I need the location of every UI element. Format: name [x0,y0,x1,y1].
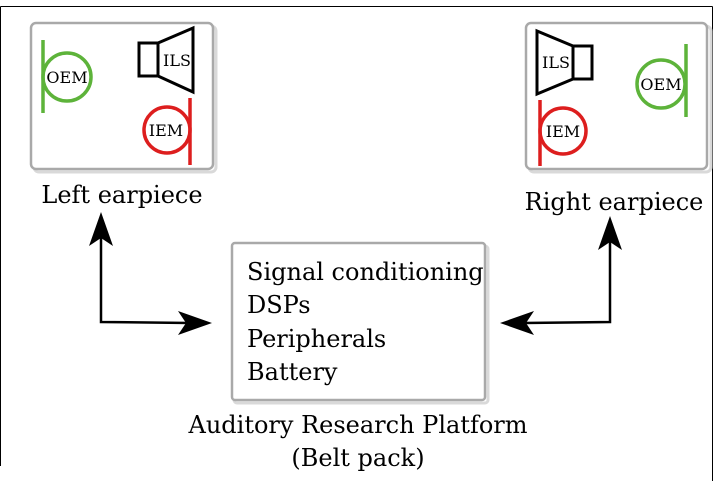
left-earpiece: OEM ILS IEM [29,21,218,174]
left-ils-label: ILS [163,51,191,70]
right-iem-mic-icon: IEM [538,100,588,166]
left-connector-arrow [89,212,212,335]
platform-item-dsps: DSPs [247,291,311,319]
right-earpiece: ILS OEM IEM [524,21,713,174]
right-ils-label: ILS [542,53,570,72]
right-arrow-head-left [500,311,534,335]
left-oem-label: OEM [46,68,87,87]
left-oem-mic-icon: OEM [41,40,93,113]
platform-caption-line1: Auditory Research Platform [187,411,527,439]
platform-item-peripherals: Peripherals [247,325,386,353]
right-iem-label: IEM [546,122,580,141]
left-iem-mic-icon: IEM [142,98,192,165]
right-connector-arrow [500,216,622,335]
platform-box: Signal conditioning DSPs Peripherals Bat… [230,241,490,405]
left-ils-speaker-icon: ILS [137,25,195,95]
left-iem-label: IEM [149,121,183,140]
left-earpiece-label: Left earpiece [41,181,202,209]
left-arrow-head-right [178,311,212,335]
platform-item-battery: Battery [247,358,338,386]
right-oem-label: OEM [640,75,681,94]
platform-item-signal-conditioning: Signal conditioning [247,258,484,286]
right-oem-mic-icon: OEM [635,44,688,117]
right-arrow-head-up [598,216,622,250]
left-arrow-head-up [89,212,113,246]
right-ils-speaker-icon: ILS [535,28,594,97]
left-earpiece-box [29,21,215,171]
right-earpiece-label: Right earpiece [525,188,704,216]
platform-caption-line2: (Belt pack) [291,444,424,472]
